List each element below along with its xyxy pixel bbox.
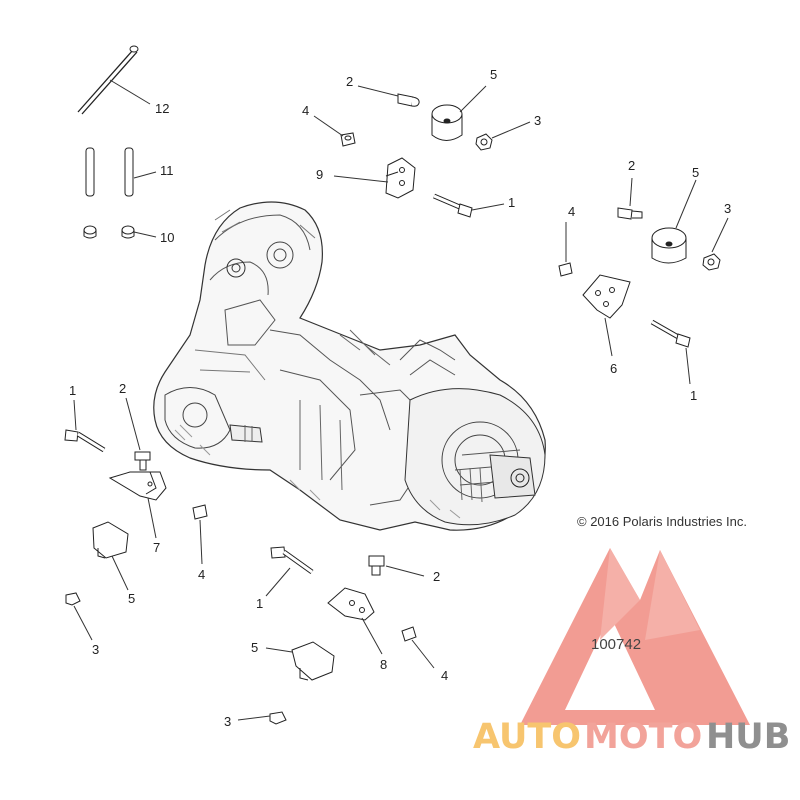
part-7-bracket <box>108 471 167 501</box>
leader-8 <box>361 617 383 655</box>
part-3-nut-left <box>65 592 81 606</box>
callout-4: 4 <box>441 668 449 683</box>
part-5-mount-right <box>651 227 687 264</box>
copyright-text: © 2016 Polaris Industries Inc. <box>577 514 747 529</box>
callout-1: 1 <box>256 596 264 611</box>
callout-2: 2 <box>433 569 441 584</box>
callout-2: 2 <box>628 158 636 173</box>
leader-2c <box>125 397 141 451</box>
leader-1a <box>471 203 505 211</box>
part-4-nut-left <box>192 504 208 520</box>
part-2-bolt-bottom <box>368 555 385 576</box>
callout-10: 10 <box>160 230 175 245</box>
diagram-number: 100742 <box>591 636 642 653</box>
callout-11: 11 <box>160 163 174 178</box>
part-1-bolt-left <box>64 429 106 453</box>
part-12-rod <box>77 45 139 115</box>
part-4-nut-top <box>340 132 356 147</box>
leader-3b <box>711 217 729 253</box>
watermark-moto: MOTO <box>584 717 703 757</box>
watermark-hub: HUB <box>706 717 791 757</box>
callout-12: 12 <box>155 101 170 116</box>
leader-9 <box>333 175 389 183</box>
callout-7: 7 <box>153 540 161 555</box>
callout-5: 5 <box>692 165 700 180</box>
leader-5a <box>459 85 487 113</box>
leader-2b <box>629 177 633 207</box>
callout-9: 9 <box>316 167 324 182</box>
watermark-logo <box>520 548 750 725</box>
callout-1: 1 <box>508 195 516 210</box>
part-1-bolt-bottom <box>270 546 314 575</box>
callout-3: 3 <box>534 113 542 128</box>
callout-5: 5 <box>490 67 498 82</box>
part-3-nut-top <box>475 133 493 151</box>
leader-7 <box>147 497 157 539</box>
leader-12 <box>109 79 151 105</box>
part-11-pins <box>85 147 134 197</box>
part-4-nut-right <box>558 262 573 277</box>
leader-5b <box>675 179 697 229</box>
leader-1d <box>265 567 291 597</box>
leader-5d <box>265 647 293 653</box>
engine-transaxle-assembly <box>153 201 546 531</box>
leader-2a <box>357 85 399 97</box>
leader-4c <box>199 519 203 565</box>
callout-3: 3 <box>92 642 100 657</box>
callout-8: 8 <box>380 657 388 672</box>
part-4-nut-bottom <box>401 626 417 642</box>
part-6-bracket <box>582 274 631 319</box>
part-3-nut-bottom <box>269 711 287 725</box>
callout-1: 1 <box>69 383 77 398</box>
part-3-nut-right <box>702 253 721 271</box>
callout-1: 1 <box>690 388 698 403</box>
part-5-mount-bottom <box>291 641 335 681</box>
callout-3: 3 <box>224 714 232 729</box>
leader-5c <box>111 555 129 591</box>
part-2-bolt-right <box>617 207 643 220</box>
part-8-bracket <box>327 587 375 621</box>
part-2-bolt-left <box>134 451 151 471</box>
callout-4: 4 <box>198 567 206 582</box>
callout-2: 2 <box>119 381 127 396</box>
leader-3a <box>491 121 531 139</box>
leader-1b <box>685 347 691 385</box>
watermark-auto: AUTO <box>473 717 582 757</box>
callout-2: 2 <box>346 74 354 89</box>
leader-3d <box>237 715 271 721</box>
callout-5: 5 <box>128 591 136 606</box>
part-2-bolt-top <box>397 93 420 107</box>
part-5-mount-left <box>92 521 129 559</box>
part-5-mount-top <box>431 104 463 141</box>
part-9-bracket <box>385 157 416 199</box>
leader-11 <box>133 171 157 179</box>
callout-4: 4 <box>302 103 310 118</box>
leader-2d <box>385 565 425 577</box>
leader-4d <box>411 639 435 669</box>
leader-1c <box>73 399 77 431</box>
leader-6 <box>604 317 613 357</box>
leader-4a <box>313 115 344 137</box>
leader-10 <box>133 231 157 238</box>
callout-6: 6 <box>610 361 618 376</box>
callout-5: 5 <box>251 640 259 655</box>
part-1-bolt-top <box>433 193 473 218</box>
part-10-clips <box>83 225 135 239</box>
callout-4: 4 <box>568 204 576 219</box>
leader-3c <box>73 605 93 641</box>
part-1-bolt-right <box>650 319 691 348</box>
callout-3: 3 <box>724 201 732 216</box>
